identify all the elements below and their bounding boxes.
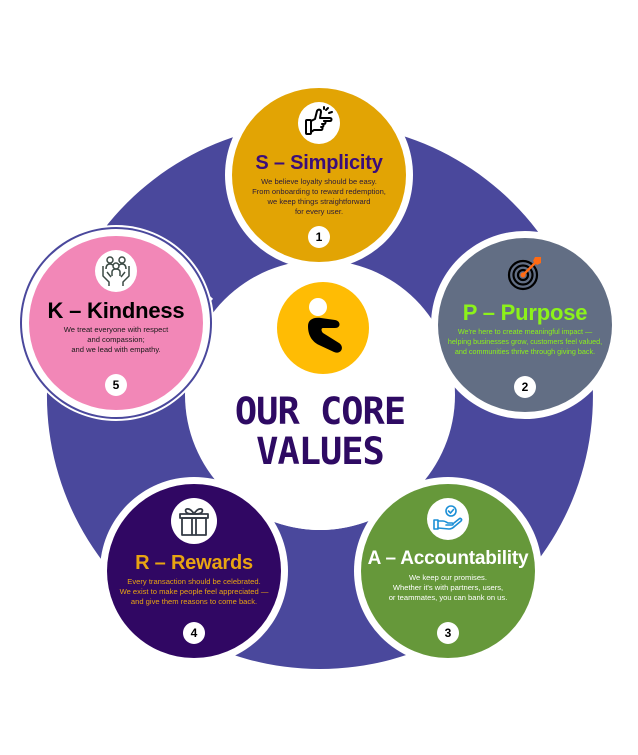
caring-hands-people-icon: [102, 256, 130, 286]
brand-logo: [277, 282, 369, 374]
value-description: We keep our promises. Whether it's with …: [388, 573, 508, 602]
title-line-1: OUR CORE: [234, 390, 406, 433]
target-arrow-icon: [507, 257, 541, 291]
hand-check-icon: [433, 505, 463, 530]
value-purpose: P – Purpose We're here to create meaning…: [438, 238, 612, 412]
icon-disc: [95, 250, 137, 292]
value-description: We believe loyalty should be easy. From …: [252, 177, 386, 216]
number-badge: 2: [514, 376, 536, 398]
page-title: OUR CORE VALUES: [185, 392, 455, 472]
value-description: Every transaction should be celebrated. …: [119, 577, 269, 606]
value-rewards: R – Rewards Every transaction should be …: [107, 484, 281, 658]
number-badge: 1: [308, 226, 330, 248]
value-description: We're here to create meaningful impact —…: [447, 327, 603, 356]
value-title: K – Kindness: [47, 298, 185, 323]
number-badge: 5: [105, 374, 127, 396]
pointing-hand-icon: [305, 106, 333, 135]
brand-logo-icon: [308, 298, 342, 353]
value-simplicity: S – Simplicity We believe loyalty should…: [232, 88, 406, 262]
value-title: P – Purpose: [462, 300, 588, 325]
gift-icon: [179, 507, 209, 536]
icon-disc: [427, 498, 469, 540]
number-badge: 4: [183, 622, 205, 644]
value-title: S – Simplicity: [255, 152, 383, 174]
title-line-2: VALUES: [256, 430, 385, 473]
value-kindness: K – Kindness We treat everyone with resp…: [29, 236, 203, 410]
value-accountability: A – Accountability We keep our promises.…: [361, 484, 535, 658]
value-title: R – Rewards: [135, 552, 253, 574]
icon-disc: [171, 498, 217, 544]
value-description: We treat everyone with respect and compa…: [63, 325, 169, 354]
icon-disc: [504, 252, 546, 294]
number-badge: 3: [437, 622, 459, 644]
value-title: A – Accountability: [367, 548, 529, 569]
icon-disc: [298, 102, 340, 144]
